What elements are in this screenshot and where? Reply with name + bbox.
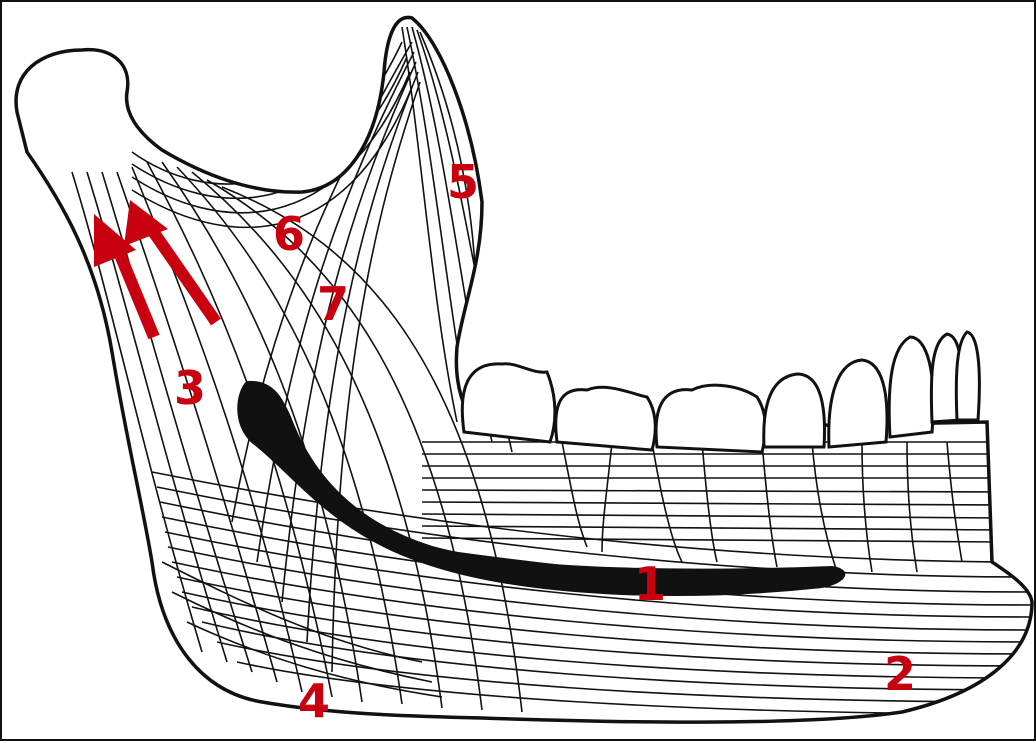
label-3: 3 <box>174 361 206 415</box>
canine <box>889 337 933 437</box>
label-1: 1 <box>634 557 666 611</box>
label-4: 4 <box>298 674 330 728</box>
premolar-2 <box>764 374 825 447</box>
molar-1 <box>656 385 765 452</box>
label-6: 6 <box>273 207 305 261</box>
incisor-central <box>956 332 979 420</box>
label-5: 5 <box>447 155 479 209</box>
label-7: 7 <box>317 277 349 331</box>
molar-2 <box>556 387 656 450</box>
molar-3 <box>462 364 555 442</box>
label-2: 2 <box>884 647 916 701</box>
teeth-crowns <box>462 332 979 452</box>
premolar-1 <box>829 360 887 447</box>
